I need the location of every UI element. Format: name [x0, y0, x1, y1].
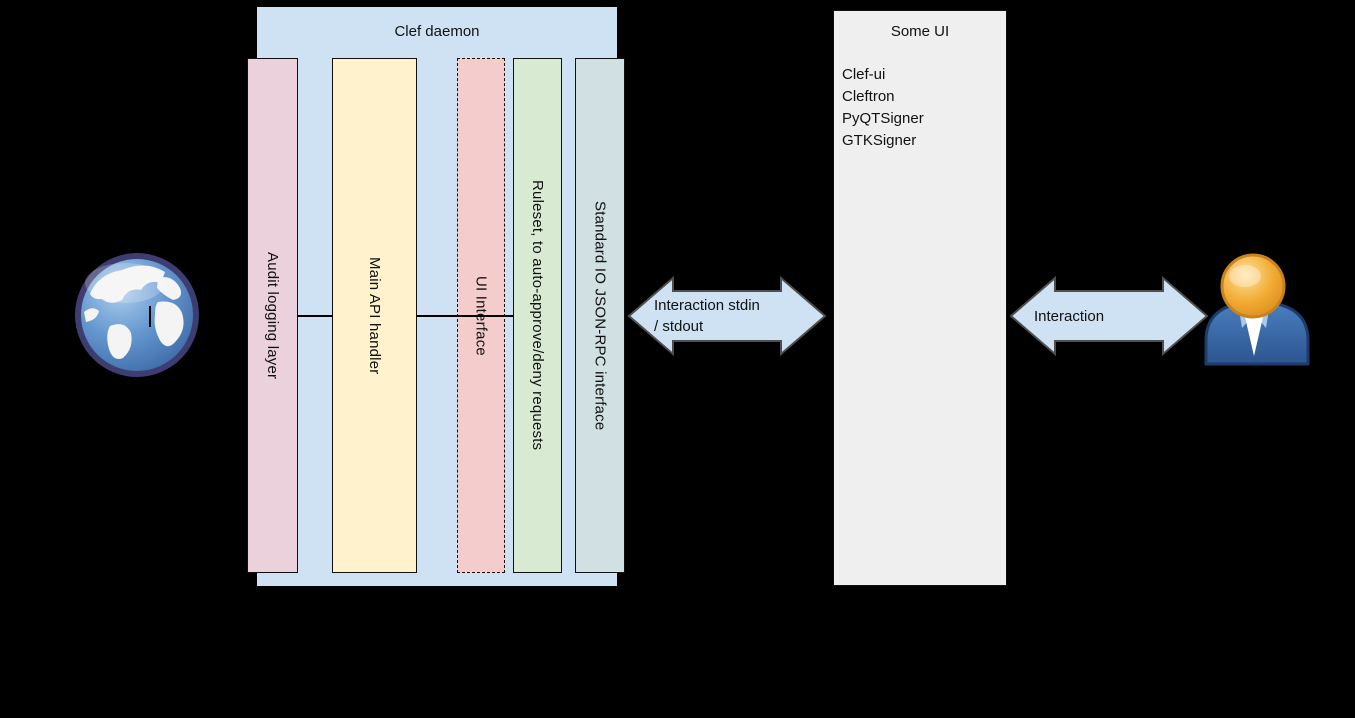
list-item: GTKSigner — [842, 132, 917, 149]
arrow-shape — [627, 275, 827, 357]
connector-audit-to-api — [298, 315, 332, 317]
arrow-label-line1: Interaction — [1034, 307, 1105, 325]
stdin-stdout-arrow-label: Interaction stdin / stdout — [627, 272, 827, 360]
some-ui-list: Clef-ui Cleftron PyQTSigner GTKSigner — [834, 64, 1006, 152]
list-item: Cleftron — [842, 88, 895, 105]
audit-logging-layer-bar: Audit logging layer — [247, 58, 298, 573]
interaction-arrow-label: Interaction — [1009, 272, 1209, 360]
some-ui-box: Some UI Clef-ui Cleftron PyQTSigner GTKS… — [833, 10, 1007, 586]
connector-api-to-ruleset — [417, 315, 513, 317]
audit-logging-layer-label: Audit logging layer — [264, 251, 281, 380]
arrow-label-line1: Interaction stdin — [654, 297, 760, 314]
double-arrow-interaction — [1009, 275, 1209, 357]
double-arrow-stdin-stdout — [627, 275, 827, 357]
ruleset-bar: Ruleset, to auto-approve/deny requests — [513, 58, 562, 573]
cursor-tick-mark — [149, 306, 151, 327]
main-api-handler-label: Main API handler — [366, 256, 383, 375]
list-item: PyQTSigner — [842, 110, 924, 127]
some-ui-title: Some UI — [890, 23, 950, 40]
arrow-shape — [1009, 275, 1209, 357]
clef-daemon-box — [256, 6, 618, 587]
arrow-label-line2: / stdout — [654, 318, 704, 335]
ruleset-label: Ruleset, to auto-approve/deny requests — [529, 180, 546, 451]
stdio-jsonrpc-bar: Standard IO JSON-RPC interface — [575, 58, 625, 573]
stdio-jsonrpc-label: Standard IO JSON-RPC interface — [591, 200, 609, 431]
globe-icon — [75, 253, 199, 377]
main-api-handler-bar: Main API handler — [332, 58, 417, 573]
user-icon — [1204, 253, 1310, 366]
list-item: Clef-ui — [842, 66, 886, 83]
clef-daemon-title: Clef daemon — [394, 22, 480, 40]
